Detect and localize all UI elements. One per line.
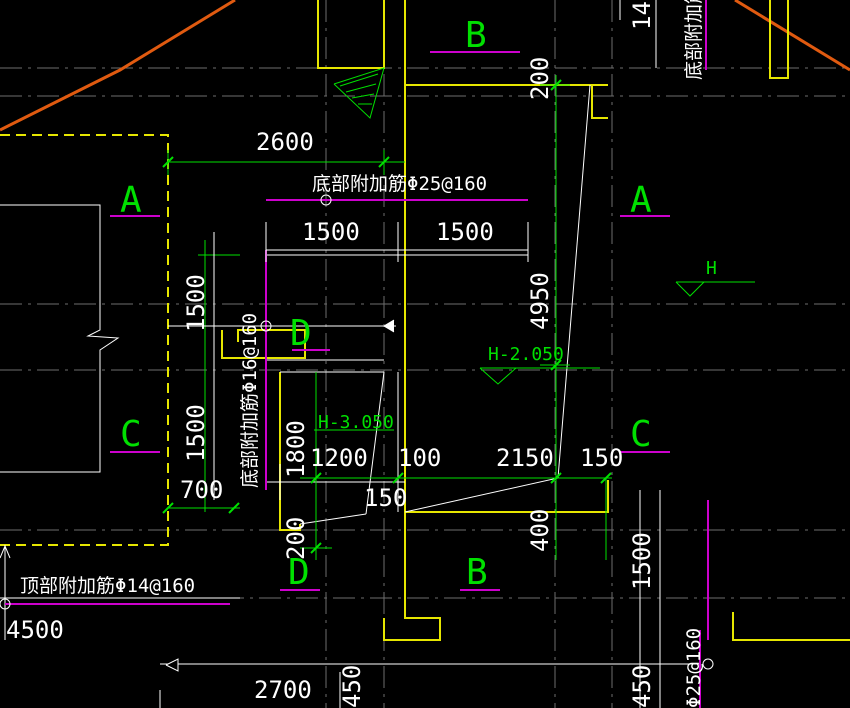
level-symbols	[333, 67, 755, 385]
dimension-700: 700	[180, 476, 223, 504]
level-h-3050: H-3.050	[318, 412, 394, 433]
rebar-note-top-right: 底部附加筋Φ	[683, 0, 705, 80]
rebar-note-bottom-16: 底部附加筋Φ16@160	[239, 313, 261, 488]
dimension-lines	[167, 75, 612, 560]
section-mark-b-bottom: B	[466, 552, 488, 593]
level-h: H	[706, 258, 717, 279]
dimension-4950: 4950	[526, 272, 554, 330]
dimension-1500-vertical: 1500	[182, 274, 210, 332]
dimension-200-top: 200	[526, 57, 554, 100]
section-mark-d-low: D	[288, 552, 310, 593]
dimension-1500-left: 1500	[302, 218, 360, 246]
dimension-100: 100	[398, 444, 441, 472]
section-mark-a-right: A	[630, 180, 652, 221]
dimension-1200: 1200	[310, 444, 368, 472]
section-marks	[5, 0, 709, 708]
rebar-note-bottom-right: Φ25@160	[683, 628, 705, 708]
dimension-200-low: 200	[282, 517, 310, 560]
dimension-14-top: 14	[628, 1, 656, 30]
axis-line	[0, 0, 850, 132]
dimension-1500-right-vertical: 1500	[628, 532, 656, 590]
dimension-400: 400	[526, 509, 554, 552]
dimension-1500-vertical-lower: 1500	[182, 404, 210, 462]
rebar-markers	[0, 194, 714, 670]
dimension-2700: 2700	[254, 676, 312, 704]
section-mark-a-left: A	[120, 180, 142, 221]
dimension-450-bottom-mid: 450	[338, 665, 366, 708]
dimension-150-mid: 150	[364, 484, 407, 512]
dimension-1800: 1800	[282, 420, 310, 478]
wall-outline	[0, 0, 850, 641]
dimension-150-right: 150	[580, 444, 623, 472]
rebar-note-bottom-25: 底部附加筋Φ25@160	[312, 173, 487, 195]
rebar-note-top-14: 顶部附加筋Φ14@160	[20, 575, 195, 597]
section-mark-c-right: C	[630, 414, 652, 455]
dimension-2600: 2600	[256, 128, 314, 156]
section-mark-c-left: C	[120, 414, 142, 455]
section-mark-b-top: B	[465, 15, 487, 56]
dimension-4500: 4500	[6, 616, 64, 644]
dimension-1500-right: 1500	[436, 218, 494, 246]
plan-linework	[0, 0, 700, 708]
dimension-2150: 2150	[496, 444, 554, 472]
level-h-2050: H-2.050	[488, 344, 564, 365]
section-mark-d-mid: D	[290, 313, 312, 354]
white-dimension-lines	[168, 222, 529, 500]
dimension-450-bottom-right: 450	[628, 665, 656, 708]
